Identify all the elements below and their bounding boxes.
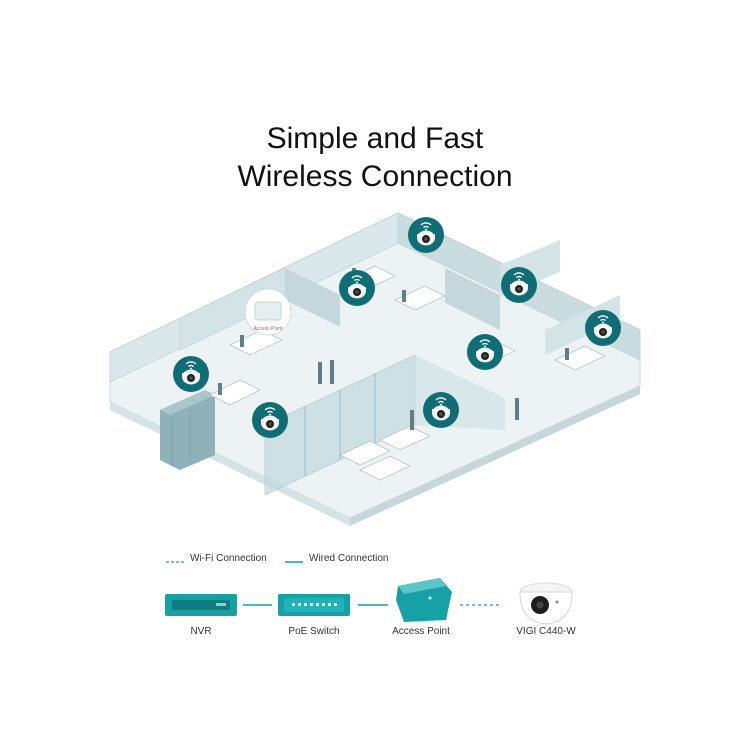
camera-badge-icon <box>422 391 460 429</box>
device-label-nvr: NVR <box>190 626 212 637</box>
device-label-poe-switch: PoE Switch <box>288 626 340 637</box>
device-label-access-point: Access Point <box>392 626 450 637</box>
headline: Simple and Fast Wireless Connection <box>0 120 750 196</box>
floorplan-access-point-icon: Access Point <box>244 288 292 336</box>
camera-badge-icon <box>251 401 289 439</box>
poe-switch-icon <box>278 594 350 616</box>
legend-wifi: Wi-Fi Connection <box>190 553 267 564</box>
camera-badge-icon <box>584 309 622 347</box>
access-point-icon <box>396 578 452 622</box>
camera-badge-icon <box>500 266 538 304</box>
legend-wired-label: Wired Connection <box>309 553 389 564</box>
device-label-camera: VIGI C440-W <box>516 626 576 637</box>
floorplan-access-point-label: Access Point <box>254 326 284 332</box>
camera-icon <box>519 582 573 625</box>
headline-line-2: Wireless Connection <box>237 160 513 193</box>
legend-wired: Wired Connection <box>309 553 388 564</box>
camera-badge-icon <box>172 355 210 393</box>
camera-badge-icon <box>407 216 445 254</box>
headline-line-1: Simple and Fast <box>266 122 484 155</box>
nvr-icon <box>165 594 237 616</box>
camera-badge-icon <box>338 269 376 307</box>
legend-wifi-label: Wi-Fi Connection <box>190 553 267 564</box>
camera-badge-icon <box>466 333 504 371</box>
